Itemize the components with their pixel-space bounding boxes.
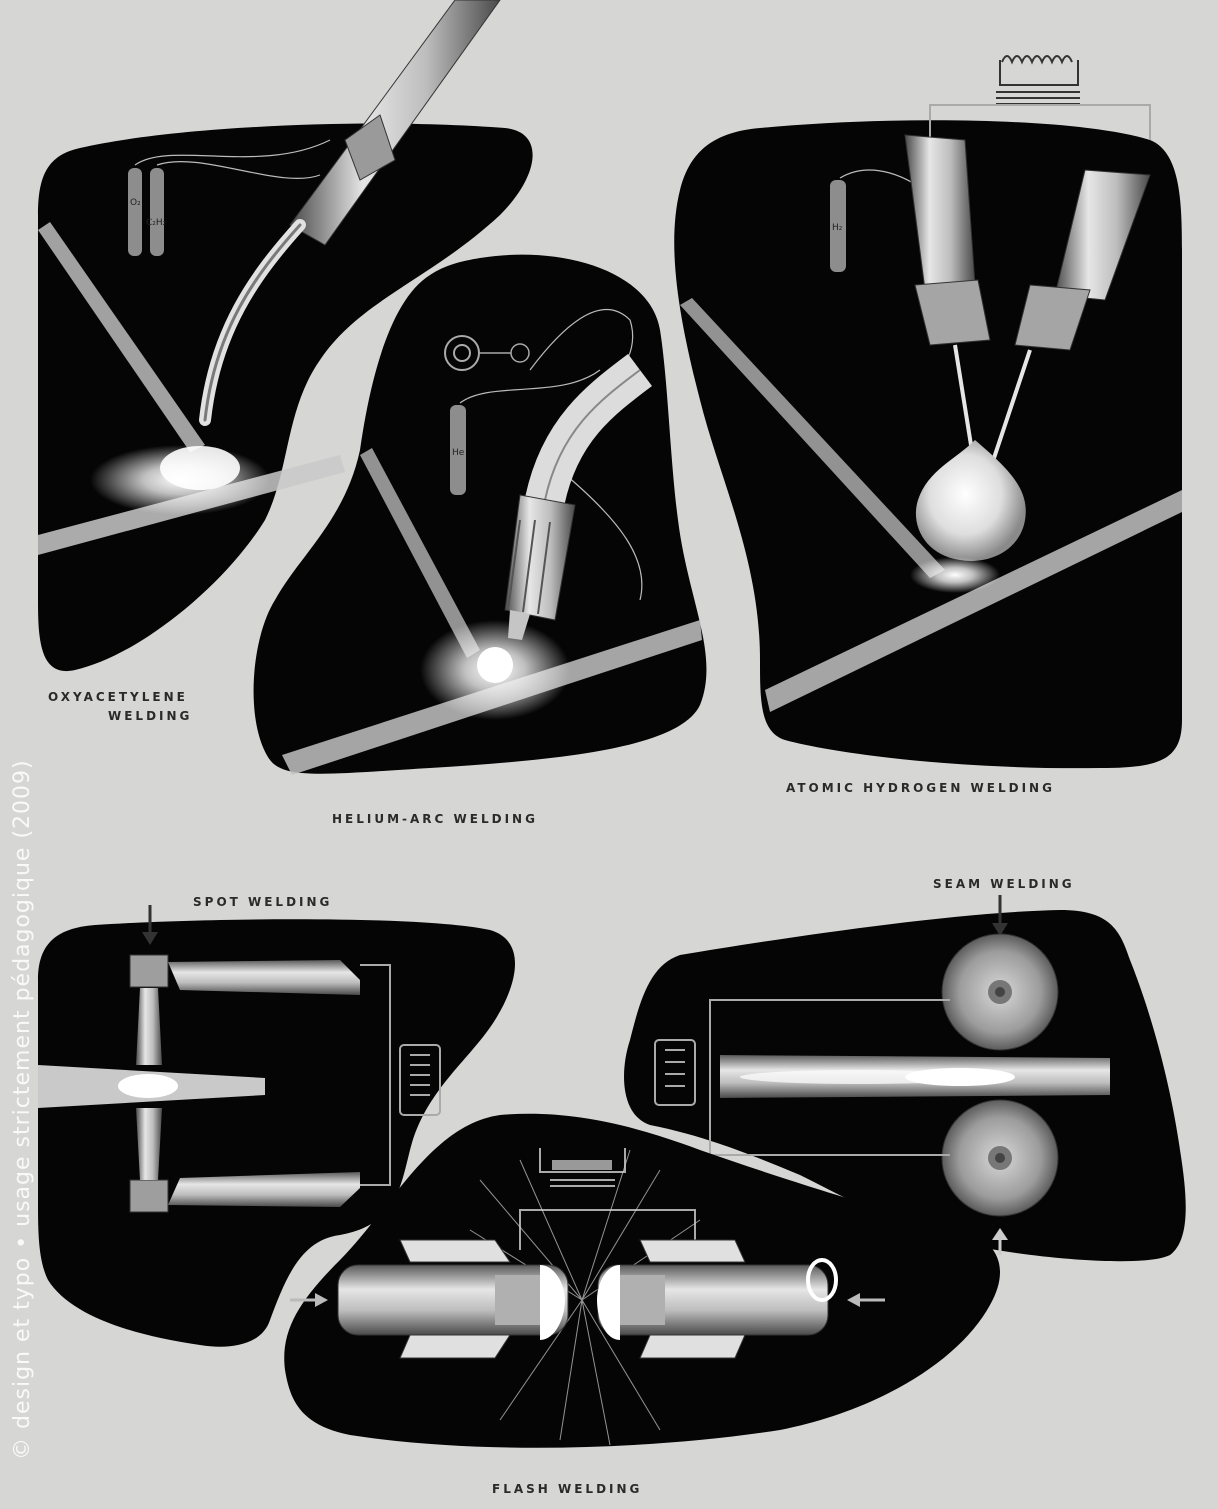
acetylene-cylinder-label: C₂H₂ [146,218,167,228]
atomic-hydrogen-background [674,120,1182,769]
spot-welding-panel [38,905,515,1347]
flash-welding-caption: FLASH WELDING [492,1482,643,1496]
oxyacetylene-panel: O₂ C₂H₂ [38,123,533,672]
atomic-hydrogen-left-torch [904,134,991,471]
helium-cylinder-label: He [452,448,465,458]
atomic-hydrogen-right-torch [988,169,1151,471]
helium-arc-panel: He [253,254,707,775]
oxygen-cylinder-label: O₂ [130,198,141,208]
oxyacetylene-background [38,123,533,672]
watermark-credit: © design et typo • usage strictement péd… [10,759,35,1460]
flash-welding-sparks [469,1149,701,1446]
oxyacetylene-caption: OXYACETYLENE WELDING [48,688,192,725]
oxygen-cylinder [128,168,142,256]
atomic-hydrogen-caption: ATOMIC HYDROGEN WELDING [786,781,1055,795]
oxyacetylene-torch [199,0,501,426]
seam-welding-transformer [654,1039,696,1106]
helium-arc-power-coil [444,335,530,371]
oxyacetylene-caption-line2: WELDING [108,708,193,723]
flash-welding-transformer [519,1148,696,1250]
atomic-hydrogen-flame [915,440,1026,561]
spot-welding-caption: SPOT WELDING [193,895,333,909]
hydrogen-cylinder [830,180,846,272]
helium-cylinder [450,405,466,495]
helium-arc-caption: HELIUM-ARC WELDING [332,812,538,826]
seam-welding-caption: SEAM WELDING [933,877,1075,891]
hydrogen-cylinder-label: H₂ [832,223,843,233]
helium-arc-torch [504,354,653,640]
flash-welding-panel [284,1113,1000,1448]
atomic-hydrogen-transformer [929,55,1151,145]
seam-welding-panel [624,895,1186,1262]
oxyacetylene-caption-line1: OXYACETYLENE [48,690,188,704]
acetylene-cylinder [150,168,164,256]
atomic-hydrogen-panel: H₂ [674,55,1182,769]
spot-welding-transformer [399,1044,441,1116]
